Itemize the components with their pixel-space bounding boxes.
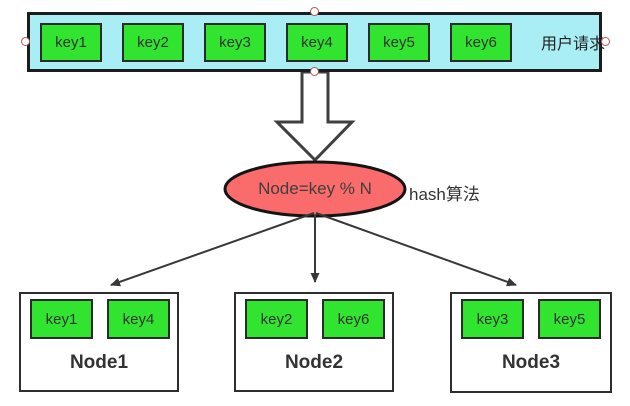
key-chip[interactable]: key2: [122, 22, 184, 62]
key-chip-label: key1: [45, 310, 78, 328]
node1-box[interactable]: key1 key4 Node1: [19, 292, 179, 392]
user-requests-label: 用户请求: [541, 36, 606, 53]
key-chip[interactable]: key2: [245, 299, 308, 339]
key-chip[interactable]: key3: [461, 299, 524, 339]
key-chip-label: key1: [55, 33, 87, 51]
key-chip-label: key4: [122, 310, 155, 328]
node1-name: Node1: [69, 351, 129, 373]
key-chip[interactable]: key5: [538, 299, 601, 339]
selection-handle-left[interactable]: [21, 37, 30, 46]
node3-box[interactable]: key3 key5 Node3: [450, 292, 612, 393]
key-chip-label: key6: [337, 310, 370, 328]
selection-handle-top[interactable]: [310, 7, 319, 16]
selection-handle-right[interactable]: [601, 37, 610, 46]
connector-arrow-node1[interactable]: [110, 212, 315, 287]
key-chip[interactable]: key4: [107, 299, 170, 339]
node2-keys: key2 key6: [236, 294, 392, 339]
node1-keys: key1 key4: [21, 294, 177, 339]
key-chip-label: key2: [260, 310, 293, 328]
key-chip[interactable]: key5: [368, 22, 430, 62]
big-down-arrow[interactable]: [273, 70, 356, 163]
hash-annotation: hash算法: [409, 185, 480, 204]
hash-formula-label: Node=key % N: [258, 179, 372, 198]
key-chip[interactable]: key1: [40, 22, 102, 62]
node3-name: Node3: [501, 352, 561, 373]
key-chip-label: key4: [301, 33, 333, 51]
user-requests-bar[interactable]: key1 key2 key3 key4 key5 key6 用户请求: [27, 12, 606, 72]
node3-keys: key3 key5: [452, 294, 610, 339]
key-chip[interactable]: key6: [450, 22, 512, 62]
key-chip-label: key5: [553, 310, 586, 328]
key-chip[interactable]: key3: [204, 22, 266, 62]
key-chip[interactable]: key6: [322, 299, 385, 339]
node2-box[interactable]: key2 key6 Node2: [234, 292, 394, 392]
key-chip-label: key5: [383, 33, 415, 51]
connector-arrow-node3[interactable]: [315, 212, 517, 287]
selection-handle-bottom[interactable]: [310, 67, 319, 76]
node2-name: Node2: [284, 351, 344, 373]
key-chip[interactable]: key1: [30, 299, 93, 339]
key-chip-label: key3: [219, 33, 251, 51]
key-chip-label: key2: [137, 33, 169, 51]
key-chip-label: key3: [476, 310, 509, 328]
key-chip[interactable]: key4: [286, 22, 348, 62]
key-chip-label: key6: [465, 33, 497, 51]
